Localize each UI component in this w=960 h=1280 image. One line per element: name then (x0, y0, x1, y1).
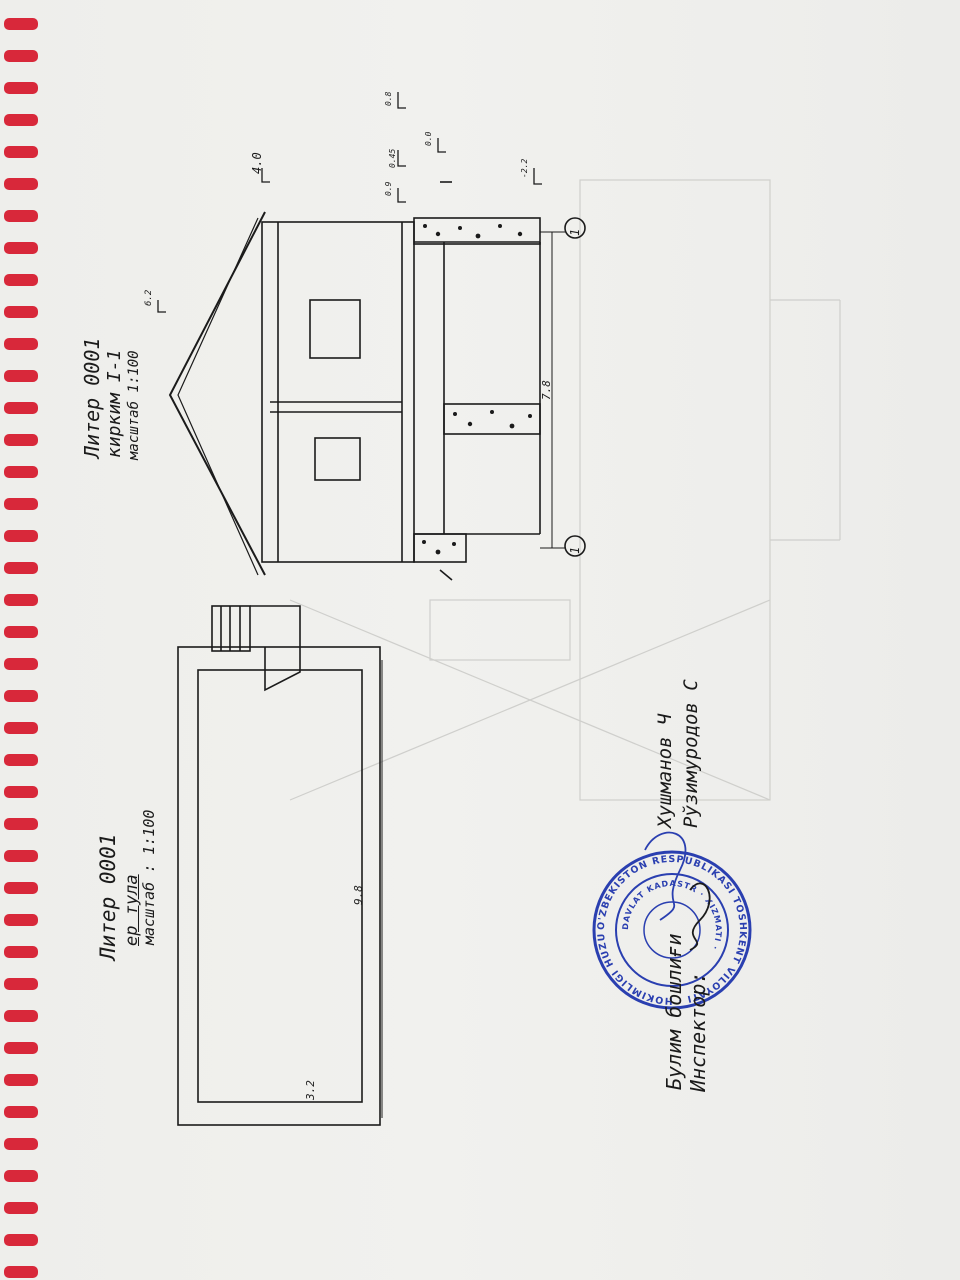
level-top-mark: 0.8 (384, 91, 393, 106)
binding-ring (4, 274, 38, 286)
section-view (168, 181, 586, 581)
plan-inner-wall (197, 669, 363, 1103)
binding-ring (4, 722, 38, 734)
signature-mark-2 (689, 882, 711, 951)
binding-ring (4, 850, 38, 862)
foundation-block-mid (443, 403, 541, 435)
level-floor-upper: 0.9 (384, 181, 393, 196)
binding-ring (4, 594, 38, 606)
plan-stairs (211, 605, 251, 652)
bleed-through-lines (289, 179, 841, 801)
binding-ring (4, 1074, 38, 1086)
floor-plan (177, 605, 383, 1126)
plan-width-dimension: 3.2 (304, 1080, 317, 1100)
level-zero: 0.0 (424, 131, 433, 146)
binding-ring (4, 210, 38, 222)
binding-ring (4, 1170, 38, 1182)
binding-ring (4, 370, 38, 382)
section-walls (261, 221, 415, 563)
level-markers (157, 92, 542, 313)
binding-ring (4, 1106, 38, 1118)
inspector-label: Инспектор: (686, 971, 710, 1092)
binding-ring (4, 178, 38, 190)
binding-ring (4, 882, 38, 894)
plan-entrance (264, 647, 301, 692)
binding-ring (4, 114, 38, 126)
binding-ring (4, 690, 38, 702)
signature-mark-1 (644, 831, 687, 921)
binding-ring (4, 498, 38, 510)
binding-ring (4, 658, 38, 670)
axis-marker-top (564, 217, 586, 239)
head-label: Булим бошлиғи (662, 933, 686, 1090)
plan-subtitle: ер тула (122, 874, 142, 946)
binding-ring (4, 434, 38, 446)
foundation-block-top (413, 217, 541, 245)
binding-ring (4, 946, 38, 958)
binding-ring (4, 338, 38, 350)
level-basement: -2.2 (520, 158, 529, 178)
level-floor-mid: 0.45 (388, 148, 397, 168)
binding-ring (4, 978, 38, 990)
plan-title: Литер 0001 (96, 833, 120, 960)
binding-ring (4, 1266, 38, 1278)
section-scale: масштаб 1:100 (126, 350, 142, 460)
binding-ring (4, 402, 38, 414)
inspector-name: Рўзимуродов С (680, 679, 702, 828)
binding-ring (4, 626, 38, 638)
binding-ring (4, 242, 38, 254)
head-name: Хушманов Ч (654, 713, 676, 828)
section-roof (168, 211, 266, 576)
level-eave: 4.0 (250, 152, 264, 174)
binding-ring (4, 818, 38, 830)
binding-ring (4, 18, 38, 30)
binding-ring (4, 82, 38, 94)
binding-ring (4, 914, 38, 926)
axis-marker-bottom (564, 535, 586, 557)
axis-label-top: 1 (568, 228, 582, 236)
binding-ring (4, 146, 38, 158)
binding-ring (4, 306, 38, 318)
section-subtitle: кирким I-1 (104, 349, 125, 458)
binding-ring (4, 50, 38, 62)
plan-scale: масштаб : 1:100 (140, 809, 158, 945)
section-length-dimension: 7.8 (540, 380, 553, 400)
spiral-binding (4, 18, 38, 1278)
binding-ring (4, 1234, 38, 1246)
plan-length-dimension: 9.8 (352, 885, 365, 905)
foundation-block-bottom (413, 533, 467, 563)
level-ridge: 6.2 (144, 289, 154, 306)
binding-ring (4, 530, 38, 542)
section-title: Литер 0001 (80, 337, 104, 458)
binding-ring (4, 1138, 38, 1150)
binding-ring (4, 562, 38, 574)
binding-ring (4, 1042, 38, 1054)
section-door (314, 437, 361, 481)
binding-ring (4, 754, 38, 766)
axis-label-bottom: 1 (568, 546, 582, 554)
binding-ring (4, 1202, 38, 1214)
binding-ring (4, 1010, 38, 1022)
foundation-hatching (422, 224, 532, 555)
section-window-upper (309, 299, 361, 359)
binding-ring (4, 786, 38, 798)
binding-ring (4, 466, 38, 478)
plan-outer-wall (177, 646, 381, 1126)
